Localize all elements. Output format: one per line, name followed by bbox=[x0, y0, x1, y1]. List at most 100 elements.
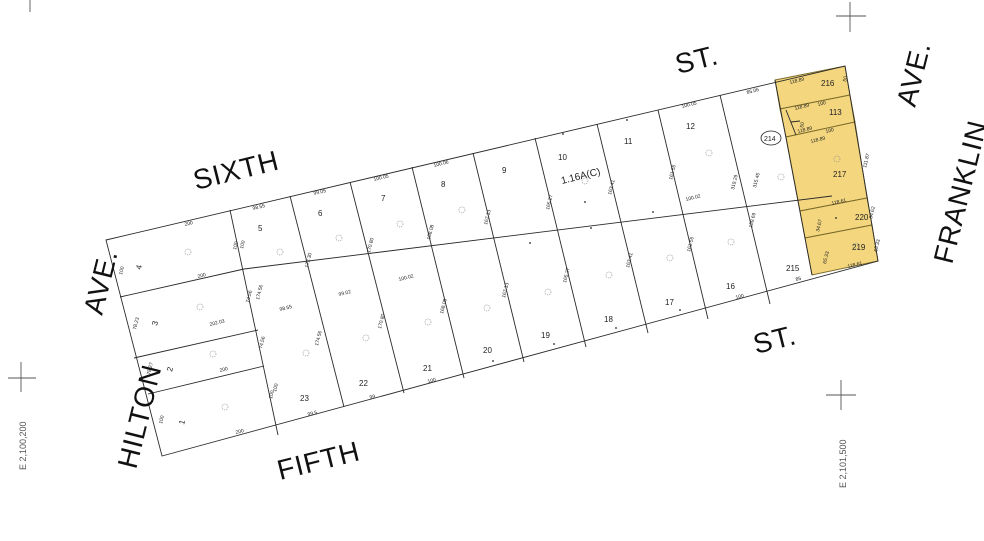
lot-23[interactable]: 23 bbox=[300, 394, 309, 403]
lot-9[interactable]: 9 bbox=[502, 166, 507, 175]
svg-text:34.67: 34.67 bbox=[815, 219, 824, 233]
block-area-label: 1.16A(C) bbox=[560, 167, 601, 187]
svg-text:319.29: 319.29 bbox=[730, 174, 740, 191]
svg-text:172.30: 172.30 bbox=[304, 252, 314, 269]
coord-east: E 2,101,500 bbox=[838, 439, 848, 488]
svg-text:100: 100 bbox=[232, 241, 240, 251]
lot-215[interactable]: 215 bbox=[786, 264, 800, 273]
lot-lines bbox=[105, 65, 879, 457]
highlighted-parcels bbox=[774, 65, 879, 276]
lot-1[interactable]: 1 bbox=[177, 418, 187, 425]
lot-220[interactable]: 220 bbox=[855, 213, 869, 222]
lot-2[interactable]: 2 bbox=[165, 365, 175, 372]
lot-3[interactable]: 3 bbox=[150, 319, 160, 326]
svg-text:100: 100 bbox=[427, 377, 437, 385]
svg-text:202.03: 202.03 bbox=[209, 318, 226, 328]
lot-20[interactable]: 20 bbox=[483, 346, 492, 355]
lot-5[interactable]: 5 bbox=[258, 224, 263, 233]
lot-214: 214 bbox=[764, 136, 776, 143]
street-fifth-left: FIFTH bbox=[274, 435, 363, 485]
svg-text:85.06: 85.06 bbox=[746, 87, 760, 96]
coord-west: E 2,100,200 bbox=[18, 421, 28, 470]
lot-6[interactable]: 6 bbox=[318, 209, 323, 218]
svg-text:100: 100 bbox=[118, 266, 126, 276]
lot-21[interactable]: 21 bbox=[423, 364, 432, 373]
svg-text:99.02: 99.02 bbox=[338, 289, 352, 298]
registration-mark-east bbox=[826, 380, 856, 410]
lot-216[interactable]: 216 bbox=[821, 79, 835, 88]
svg-text:200: 200 bbox=[197, 272, 207, 280]
lot-16[interactable]: 16 bbox=[726, 282, 735, 291]
svg-text:118.89: 118.89 bbox=[797, 125, 813, 134]
lot-numbers: 4 3 2 1 5 6 7 8 9 10 11 12 23 22 21 20 1… bbox=[134, 79, 869, 425]
lot-7[interactable]: 7 bbox=[381, 194, 386, 203]
svg-text:200: 200 bbox=[184, 220, 194, 228]
svg-text:159.69: 159.69 bbox=[748, 212, 758, 229]
street-fifth-right: ST. bbox=[750, 319, 800, 360]
lot-214-badge[interactable]: 214 bbox=[760, 130, 782, 146]
svg-text:118.61: 118.61 bbox=[847, 260, 863, 269]
svg-text:165.27: 165.27 bbox=[562, 267, 572, 284]
lot-8[interactable]: 8 bbox=[441, 180, 446, 189]
lot-4[interactable]: 4 bbox=[134, 263, 144, 270]
svg-text:170.80: 170.80 bbox=[366, 237, 376, 254]
svg-text:34.62: 34.62 bbox=[868, 206, 877, 220]
svg-text:168.08: 168.08 bbox=[426, 224, 436, 241]
centroid-markers bbox=[184, 149, 860, 411]
svg-text:163.41: 163.41 bbox=[607, 179, 617, 196]
svg-text:50: 50 bbox=[799, 121, 806, 128]
lot-18[interactable]: 18 bbox=[604, 315, 613, 324]
svg-text:118.89: 118.89 bbox=[789, 76, 805, 85]
svg-text:167.13: 167.13 bbox=[501, 282, 511, 299]
svg-text:65.33: 65.33 bbox=[873, 239, 882, 253]
svg-text:111.87: 111.87 bbox=[862, 153, 871, 169]
svg-text:200: 200 bbox=[235, 428, 245, 436]
registration-mark-west bbox=[8, 362, 36, 392]
svg-text:65.33: 65.33 bbox=[822, 251, 831, 265]
svg-text:167.13: 167.13 bbox=[483, 209, 493, 226]
parcel-217[interactable] bbox=[785, 121, 868, 212]
svg-text:200: 200 bbox=[219, 366, 229, 374]
lot-217[interactable]: 217 bbox=[833, 170, 847, 179]
svg-text:118.89: 118.89 bbox=[810, 135, 826, 144]
reference-dots bbox=[492, 119, 837, 362]
street-sixth-left: SIXTH bbox=[190, 145, 282, 196]
svg-text:100: 100 bbox=[239, 240, 247, 250]
svg-text:165.27: 165.27 bbox=[545, 194, 555, 211]
svg-text:78.23: 78.23 bbox=[132, 317, 141, 331]
svg-text:74.56: 74.56 bbox=[258, 336, 267, 350]
svg-text:100.05: 100.05 bbox=[373, 173, 390, 183]
lot-12[interactable]: 12 bbox=[686, 122, 695, 131]
svg-text:118.61: 118.61 bbox=[831, 197, 847, 206]
svg-text:100.06: 100.06 bbox=[433, 159, 450, 169]
svg-text:50: 50 bbox=[842, 75, 849, 82]
lot-17[interactable]: 17 bbox=[665, 298, 674, 307]
svg-text:99.5: 99.5 bbox=[307, 410, 318, 418]
svg-text:118.89: 118.89 bbox=[794, 102, 810, 111]
lot-19[interactable]: 19 bbox=[541, 331, 550, 340]
lot-113[interactable]: 113 bbox=[829, 108, 842, 117]
svg-text:100.02: 100.02 bbox=[685, 193, 702, 203]
street-franklin-right: AVE. bbox=[891, 38, 937, 109]
svg-text:161.55: 161.55 bbox=[686, 236, 696, 253]
dimension-labels: 200 200 100 100 78.23 202.03 74.56 78.27… bbox=[118, 75, 882, 436]
svg-text:163.41: 163.41 bbox=[625, 252, 635, 269]
svg-text:100: 100 bbox=[272, 383, 280, 393]
coordinate-labels: E 2,100,200 E 2,101,500 bbox=[18, 421, 848, 488]
lot-219[interactable]: 219 bbox=[852, 243, 866, 252]
svg-text:100: 100 bbox=[825, 127, 835, 135]
svg-text:100: 100 bbox=[268, 390, 276, 400]
svg-text:99.05: 99.05 bbox=[313, 188, 327, 197]
svg-text:174.56: 174.56 bbox=[314, 330, 324, 347]
street-sixth-right: ST. bbox=[672, 39, 722, 80]
lot-22[interactable]: 22 bbox=[359, 379, 368, 388]
svg-text:100: 100 bbox=[817, 100, 827, 108]
svg-text:315.45: 315.45 bbox=[752, 172, 762, 189]
svg-text:85: 85 bbox=[795, 276, 802, 283]
lot-11[interactable]: 11 bbox=[624, 137, 633, 146]
svg-text:168.08: 168.08 bbox=[439, 298, 449, 315]
street-franklin-left: FRANKLIN bbox=[928, 117, 984, 267]
lot-10[interactable]: 10 bbox=[558, 153, 567, 162]
svg-text:100.05: 100.05 bbox=[681, 100, 698, 110]
